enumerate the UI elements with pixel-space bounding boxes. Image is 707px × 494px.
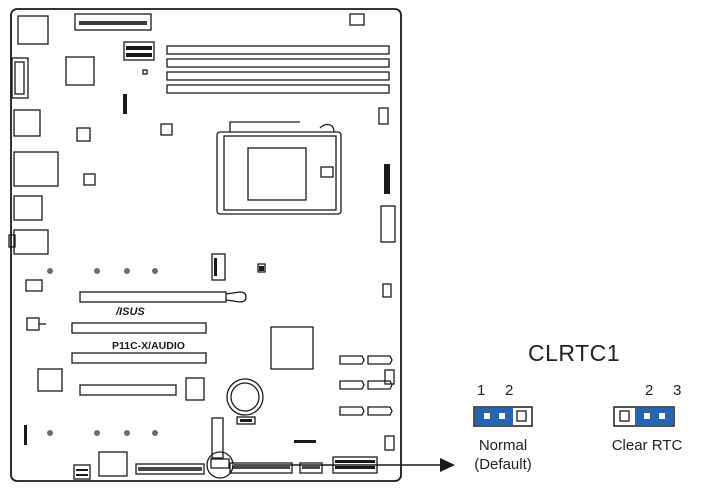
board-logo: /ISUS bbox=[115, 306, 145, 318]
board-model: P11C-X/AUDIO bbox=[112, 340, 185, 352]
pin-label-2: 2 bbox=[505, 382, 514, 399]
caption-normal: Normal (Default) bbox=[463, 436, 543, 474]
jumper-cap bbox=[475, 408, 513, 425]
pcie-slot bbox=[79, 384, 177, 396]
pin-label-1: 1 bbox=[477, 382, 486, 399]
jumper-title: CLRTC1 bbox=[528, 340, 621, 366]
dimm-slot bbox=[166, 71, 390, 81]
io-block bbox=[13, 229, 49, 255]
dimm-slot bbox=[166, 58, 390, 68]
pcie-slot bbox=[71, 352, 207, 364]
caption-normal-line2: (Default) bbox=[474, 456, 532, 473]
io-block bbox=[13, 195, 43, 221]
pcie-slot bbox=[71, 322, 207, 334]
top-header bbox=[74, 13, 152, 31]
io-block bbox=[13, 109, 41, 137]
io-block-top bbox=[17, 15, 49, 45]
chipset bbox=[270, 326, 314, 370]
dimm-slot bbox=[166, 84, 390, 94]
pin-label-3: 3 bbox=[673, 382, 682, 399]
jumper-cap bbox=[635, 408, 673, 425]
jumper-normal bbox=[473, 406, 533, 427]
clrtc1-location bbox=[206, 451, 234, 479]
io-block bbox=[13, 151, 59, 187]
caption-normal-line1: Normal bbox=[478, 437, 528, 454]
caption-clear-rtc: Clear RTC bbox=[611, 437, 683, 454]
sata-ports bbox=[339, 355, 393, 416]
dimm-slot bbox=[166, 45, 390, 55]
component bbox=[65, 56, 95, 86]
pin-label-2-right: 2 bbox=[645, 382, 654, 399]
serial-port bbox=[11, 57, 29, 99]
board-outline bbox=[10, 8, 402, 482]
pcie-slot bbox=[79, 291, 227, 303]
cpu-socket bbox=[216, 131, 342, 215]
arrow-head bbox=[440, 458, 455, 472]
jumper-clear-rtc bbox=[613, 406, 675, 427]
power-connector bbox=[123, 41, 155, 61]
cmos-battery bbox=[226, 378, 264, 416]
